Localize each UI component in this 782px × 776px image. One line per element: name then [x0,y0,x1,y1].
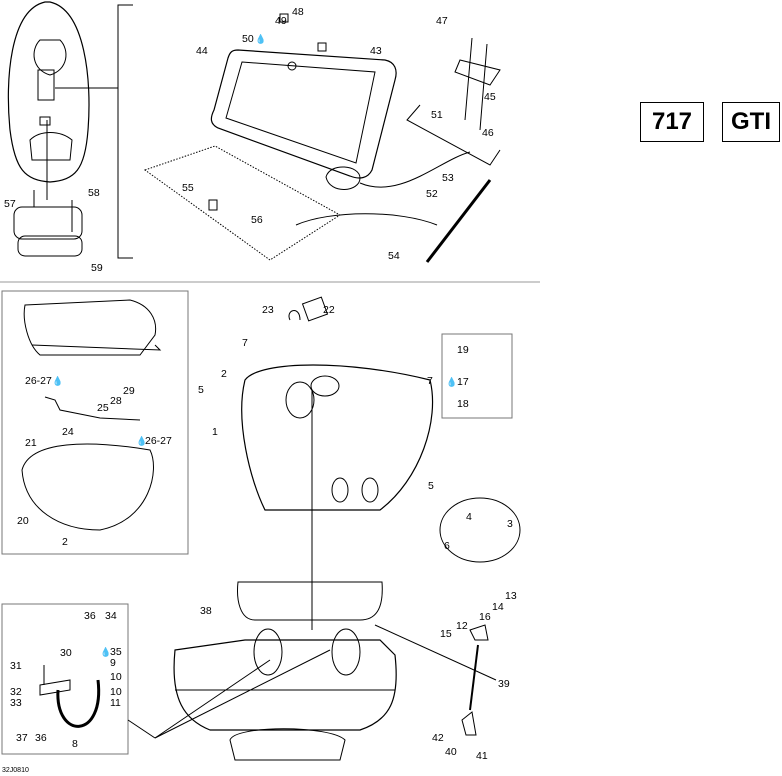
hinge-parts [295,37,501,263]
part-label: 26-27 [145,435,172,447]
part-label: 5 [428,480,434,492]
part-label: 15 [440,628,452,640]
gas-spring [461,624,489,736]
part-label: 33 [10,697,22,709]
part-label: 40 [445,746,457,758]
hull-rear-view [173,581,497,761]
part-label: 9 [110,657,116,669]
part-label: 13 [505,590,517,602]
part-label: 7 [242,337,248,349]
part-label: 18 [457,398,469,410]
part-label: 58 [88,187,100,199]
glove-box-lid [210,13,397,179]
drop-icon: 💧 [446,377,458,387]
part-label: 28 [110,395,122,407]
part-label: 43 [370,45,382,57]
part-label: 51 [431,109,443,121]
part-label: 38 [200,605,212,617]
part-label: 34 [105,610,117,622]
part-label: 2 [221,368,227,380]
part-label: 24 [62,426,74,438]
drop-icon: 💧 [136,436,148,446]
part-label: 7 [427,375,433,387]
part-label: 42 [432,732,444,744]
hull-top-view [7,1,118,200]
drop-icon: 💧 [100,647,112,657]
part-label: 12 [456,620,468,632]
part-label: 6 [444,540,450,552]
inset-box-seat [1,290,189,555]
part-label: 37 [16,732,28,744]
part-label: 59 [91,262,103,274]
drop-icon: 💧 [52,376,64,386]
part-label: 8 [72,738,78,750]
part-label: 56 [251,214,263,226]
part-label: 39 [498,678,510,690]
part-label: 44 [196,45,208,57]
part-label: 2 [62,536,68,548]
part-label: 11 [110,697,121,709]
part-label: 30 [60,647,72,659]
part-label: 50 [242,33,254,45]
part-label: 21 [25,437,37,449]
part-label: 16 [479,611,491,623]
inset-box-handle [1,603,331,755]
part-label: 10 [110,671,122,683]
part-label: 5 [198,384,204,396]
part-label: 49 [275,15,287,27]
part-label: 1 [212,426,218,438]
part-label: 41 [476,750,488,762]
cover-plate [13,190,83,257]
part-label: 10 [110,686,122,698]
drop-icon: 💧 [255,34,267,44]
part-label: 22 [323,304,335,316]
part-label: 47 [436,15,448,27]
part-label: 25 [97,402,109,414]
part-label: 57 [4,198,16,210]
part-label: 35 [110,646,122,658]
part-label: 36 [35,732,47,744]
part-label: 26-27 [25,375,52,387]
model-badge-gti: GTI [722,102,780,142]
part-label: 36 [84,610,96,622]
glove-box-tray [143,145,341,261]
part-label: 3 [507,518,513,530]
part-label: 53 [442,172,454,184]
part-label: 14 [492,601,504,613]
part-label: 46 [482,127,494,139]
part-label: 20 [17,515,29,527]
part-label: 54 [388,250,400,262]
part-label: 48 [292,6,304,18]
bracket [117,4,133,259]
diagram-code: 32J0810 [2,767,29,774]
part-label: 52 [426,188,438,200]
part-label: 31 [10,660,22,672]
part-label: 19 [457,344,469,356]
part-label: 17 [457,376,469,388]
hull-interior [241,296,521,630]
part-label: 32 [10,686,22,698]
model-badge-717: 717 [640,102,704,142]
part-label: 55 [182,182,194,194]
part-label: 4 [466,511,472,523]
part-label: 45 [484,91,496,103]
part-label: 23 [262,304,274,316]
part-label: 29 [123,385,135,397]
